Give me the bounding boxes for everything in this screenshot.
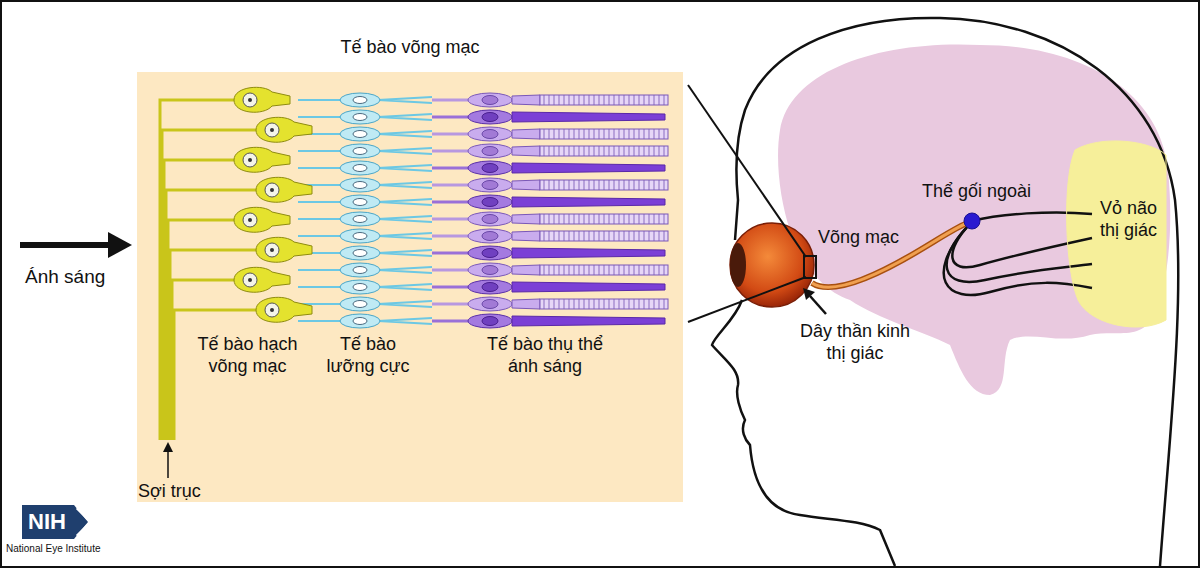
axon-label: Sợi trục [138, 480, 228, 502]
logo-text: NIH [28, 509, 74, 535]
cell-label: Tế bào hạch võng mạc [185, 333, 310, 377]
structure-label: Thể gối ngoài [922, 180, 1052, 202]
retina-panel: Tế bào võng mạc [137, 72, 683, 502]
visual-cortex-region: Vỏ não thị giác [1060, 135, 1168, 335]
structure-label: Võng mạc [818, 226, 918, 248]
visual-cortex-region-outline [1067, 141, 1166, 327]
logo-badge: NIH [22, 505, 94, 539]
institute-label: National Eye Institute [6, 543, 136, 555]
panel-heading: Tế bào võng mạc [137, 36, 683, 58]
cell-label: Tế bào lưỡng cực [318, 333, 418, 377]
logo-chevron [77, 508, 91, 536]
light-label: Ánh sáng [25, 266, 135, 288]
structure-label: Dây thần kinh thị giác [795, 320, 915, 364]
region-label: Vỏ não thị giác [1100, 197, 1166, 241]
cell-label: Tế bào thụ thể ánh sáng [470, 333, 620, 377]
